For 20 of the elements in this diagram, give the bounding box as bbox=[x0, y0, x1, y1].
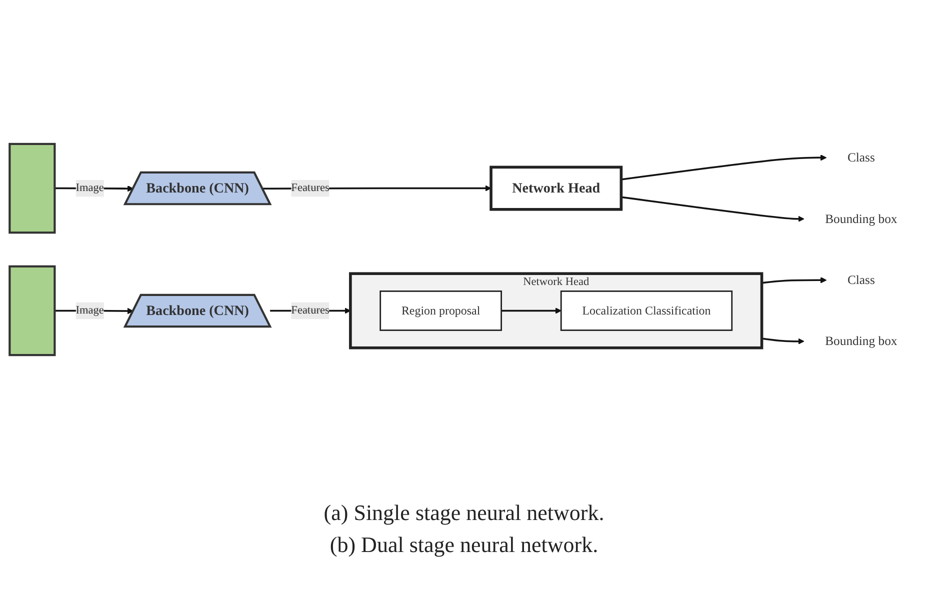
node-text: Bounding box bbox=[825, 334, 898, 348]
node-box: Localization Classification bbox=[560, 290, 733, 332]
arrow bbox=[762, 278, 827, 284]
node-bar bbox=[8, 143, 56, 234]
figure-caption: (b) Dual stage neural network. bbox=[330, 532, 598, 558]
node-text: Bounding box bbox=[825, 212, 898, 226]
node-bar bbox=[8, 266, 56, 357]
figure-caption: (a) Single stage neural network. bbox=[324, 500, 604, 526]
edge-label: Image bbox=[76, 304, 104, 317]
arrow bbox=[762, 338, 804, 345]
arrow bbox=[621, 155, 827, 181]
arrow bbox=[621, 196, 804, 222]
node-text: Class bbox=[847, 273, 875, 288]
node-box: Region proposal bbox=[380, 290, 502, 332]
edge-label: Features bbox=[291, 182, 330, 194]
edge-label: Image bbox=[76, 182, 104, 194]
arrow bbox=[501, 308, 562, 314]
edge-label: Features bbox=[291, 304, 330, 317]
node-box: Network Head bbox=[490, 166, 623, 212]
node-text: Class bbox=[847, 150, 875, 165]
